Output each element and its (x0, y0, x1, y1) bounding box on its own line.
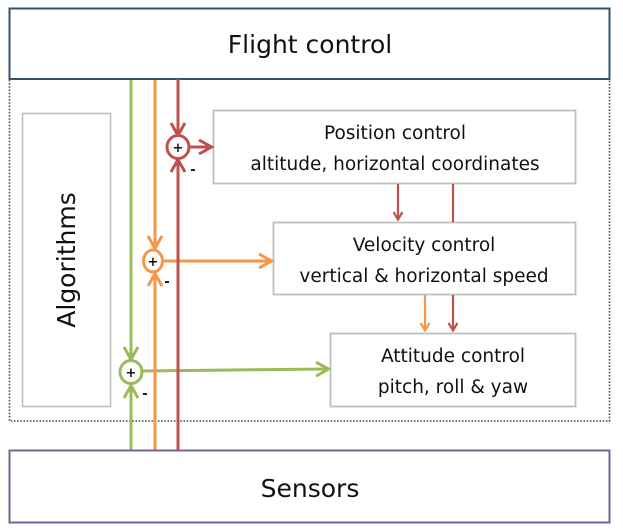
velocity-control-title: Velocity control (353, 235, 496, 256)
velocity-plus-sign: + (148, 255, 159, 270)
velocity-summing-junction: + - (142, 200, 272, 310)
attitude-control-subtitle: pitch, roll & yaw (378, 377, 528, 398)
algorithms-block: Algorithms (21, 112, 112, 408)
velocity-minus-sign: - (164, 275, 169, 290)
attitude-plus-sign: + (126, 366, 137, 381)
position-minus-sign: - (190, 163, 195, 178)
position-plus-sign: + (173, 141, 184, 156)
attitude-control-title: Attitude control (381, 346, 525, 367)
velocity-control-block: Velocity control vertical & horizontal s… (272, 221, 577, 296)
sensors-label: Sensors (261, 474, 360, 503)
position-summing-junction: + - (165, 79, 211, 200)
flight-control-label: Flight control (228, 30, 392, 59)
attitude-summing-junction: + - (118, 320, 328, 420)
attitude-control-block: Attitude control pitch, roll & yaw (329, 332, 577, 408)
position-control-title: Position control (324, 123, 466, 144)
position-control-subtitle: altitude, horizontal coordinates (250, 154, 539, 175)
attitude-minus-sign: - (142, 387, 147, 402)
algorithms-label: Algorithms (52, 192, 81, 327)
flight-control-block: Flight control (8, 7, 611, 80)
velocity-sum-circle (142, 248, 164, 274)
velocity-control-subtitle: vertical & horizontal speed (299, 266, 548, 287)
algorithm-container (8, 78, 611, 422)
attitude-sum-circle (118, 359, 144, 385)
position-control-block: Position control altitude, horizontal co… (212, 109, 577, 185)
sensors-block: Sensors (8, 449, 611, 524)
